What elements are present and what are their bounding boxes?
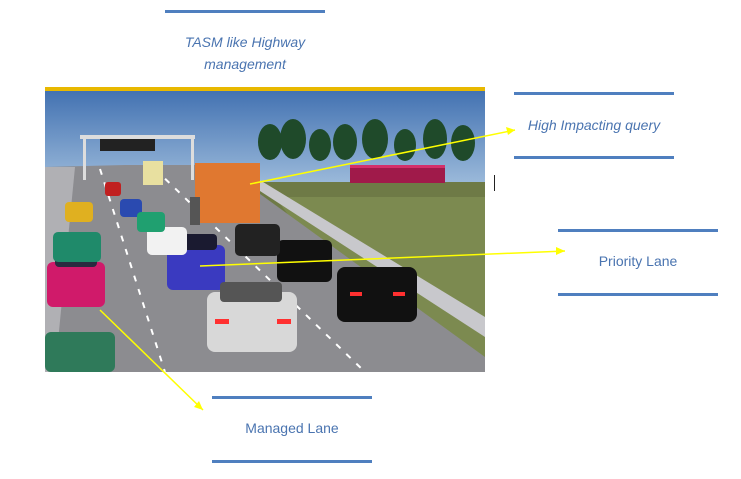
title-rule-top bbox=[165, 10, 325, 13]
text-cursor bbox=[494, 175, 495, 191]
high-impacting-label: High Impacting query bbox=[527, 117, 661, 133]
managed-lane-label: Managed Lane bbox=[245, 420, 339, 436]
title-line-2: management bbox=[204, 56, 286, 72]
managed-lane-rule-top bbox=[212, 396, 372, 399]
priority-lane-label: Priority Lane bbox=[598, 253, 678, 269]
priority-lane-rule-bottom bbox=[558, 293, 718, 296]
priority-lane-rule-top bbox=[558, 229, 718, 232]
highway-traffic-image bbox=[45, 87, 485, 372]
title-line-1: TASM like Highway bbox=[184, 34, 306, 50]
high-impacting-rule-top bbox=[514, 92, 674, 95]
high-impacting-rule-bottom bbox=[514, 156, 674, 159]
managed-lane-rule-bottom bbox=[212, 460, 372, 463]
